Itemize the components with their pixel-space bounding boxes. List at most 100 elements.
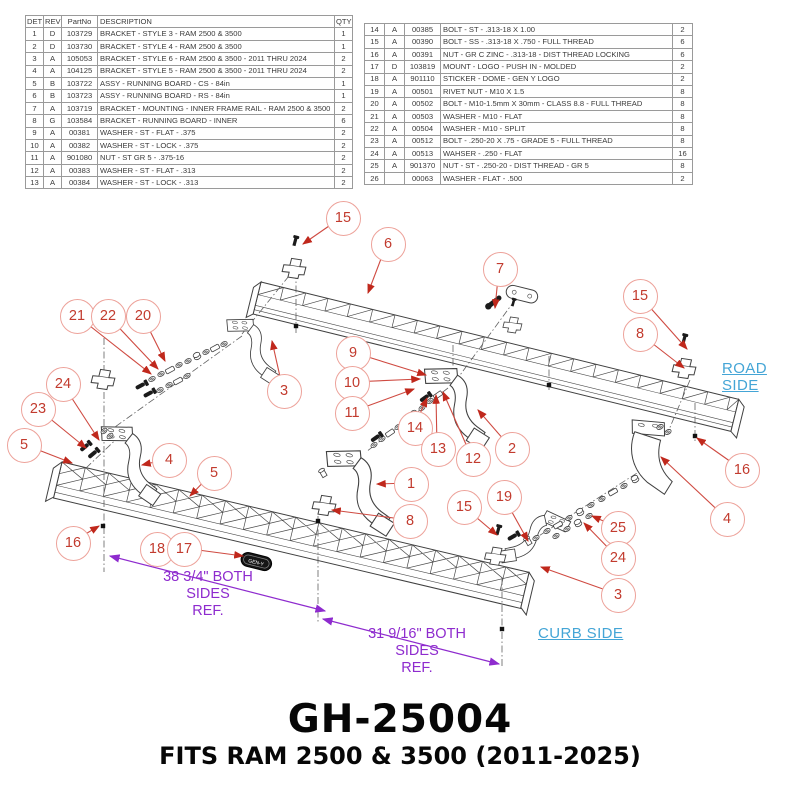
bom-cell: D bbox=[43, 27, 62, 41]
bom-cell: WASHER - ST - FLAT - .375 bbox=[97, 126, 335, 140]
callout-6: 6 bbox=[370, 226, 406, 262]
bom-cell: 1 bbox=[334, 39, 353, 54]
bom-cell: WASHER - ST - LOCK - .375 bbox=[97, 138, 335, 153]
callout-16: 16 bbox=[55, 525, 91, 561]
callout-8: 8 bbox=[392, 503, 428, 539]
bom-cell: WASHER - M10 - SPLIT bbox=[440, 122, 673, 136]
callout-24: 24 bbox=[600, 540, 636, 576]
callout-9: 9 bbox=[335, 335, 371, 371]
callout-17: 17 bbox=[166, 531, 202, 567]
callout-15: 15 bbox=[622, 278, 658, 314]
dimension-text: 31 9/16" BOTH SIDES bbox=[368, 626, 466, 659]
bom-cell: 103730 bbox=[61, 39, 98, 54]
callout-20: 20 bbox=[125, 298, 161, 334]
callout-23: 23 bbox=[20, 391, 56, 427]
bom-cell: 00384 bbox=[61, 176, 98, 190]
callout-5: 5 bbox=[196, 455, 232, 491]
centerlines bbox=[85, 270, 696, 668]
callout-1: 1 bbox=[393, 466, 429, 502]
callout-2: 2 bbox=[494, 431, 530, 467]
bom-cell: 1 bbox=[334, 27, 353, 41]
inner-bracket bbox=[670, 355, 698, 382]
bom-cell: 8 bbox=[672, 134, 693, 148]
bom-cell: 2 bbox=[334, 126, 353, 140]
model-number: GH-25004 bbox=[287, 697, 513, 742]
bom-cell: 00391 bbox=[404, 47, 441, 62]
fitment-subtitle: FITS RAM 2500 & 3500 (2011-2025) bbox=[159, 742, 641, 770]
callout-19: 19 bbox=[486, 479, 522, 515]
bom-cell: 2 bbox=[334, 163, 353, 178]
bom-cell: 2 bbox=[672, 22, 693, 37]
callout-3: 3 bbox=[266, 373, 302, 409]
callout-22: 22 bbox=[90, 298, 126, 334]
road-side-label: ROAD SIDE bbox=[722, 360, 767, 394]
bom-cell: 2 bbox=[334, 138, 353, 153]
bom-cell: WASHER - ST - FLAT - .313 bbox=[97, 163, 335, 178]
bom-cell: 26 bbox=[364, 171, 385, 186]
callout-7: 7 bbox=[482, 251, 518, 287]
bom-cell: 8 bbox=[672, 122, 693, 136]
bom-cell: A bbox=[43, 176, 62, 190]
nut bbox=[100, 523, 106, 529]
callout-24: 24 bbox=[45, 366, 81, 402]
bom-cell: 00512 bbox=[404, 134, 441, 148]
bom-cell: A bbox=[384, 146, 405, 161]
callout-4: 4 bbox=[151, 442, 187, 478]
callout-21: 21 bbox=[59, 298, 95, 334]
dimension-ref: REF. bbox=[401, 660, 433, 676]
dimension-38: 38 3/4" BOTH SIDES REF. bbox=[146, 569, 270, 620]
dimension-ref: REF. bbox=[192, 603, 224, 619]
bom-cell: A bbox=[384, 122, 405, 136]
bom-cell: 103729 bbox=[61, 27, 98, 41]
callout-15: 15 bbox=[446, 489, 482, 525]
bom-cell: 00382 bbox=[61, 138, 98, 153]
inner-bracket bbox=[89, 366, 117, 393]
bom-cell: 8 bbox=[672, 159, 693, 173]
bom-cell: 901370 bbox=[404, 159, 441, 173]
nut bbox=[546, 382, 552, 388]
callout-8: 8 bbox=[622, 316, 658, 352]
callout-16: 16 bbox=[724, 452, 760, 488]
callout-25: 25 bbox=[600, 510, 636, 546]
bom-cell: 6 bbox=[672, 35, 693, 49]
nut bbox=[315, 518, 321, 524]
bolt bbox=[291, 234, 300, 247]
bom-cell: 8 bbox=[672, 97, 693, 111]
callout-12: 12 bbox=[455, 441, 491, 477]
bolt-14 bbox=[485, 295, 502, 310]
bom-cell: 16 bbox=[672, 146, 693, 161]
bom-cell: 00385 bbox=[404, 22, 441, 37]
nut bbox=[293, 323, 299, 329]
bom-cell: 2 bbox=[672, 171, 693, 186]
frame-rail-mount-plate bbox=[505, 284, 539, 304]
callout-4: 4 bbox=[709, 501, 745, 537]
running-board-road bbox=[245, 280, 745, 439]
dimension-text: 38 3/4" BOTH SIDES bbox=[163, 569, 253, 602]
bom-cell: WASHER - FLAT - .500 bbox=[440, 171, 673, 186]
nut bbox=[692, 433, 698, 439]
bom-cell: BOLT - ST - .313-18 X 1.00 bbox=[440, 22, 673, 37]
bracket-style5-right bbox=[631, 419, 673, 495]
running-board-curb bbox=[44, 460, 535, 617]
